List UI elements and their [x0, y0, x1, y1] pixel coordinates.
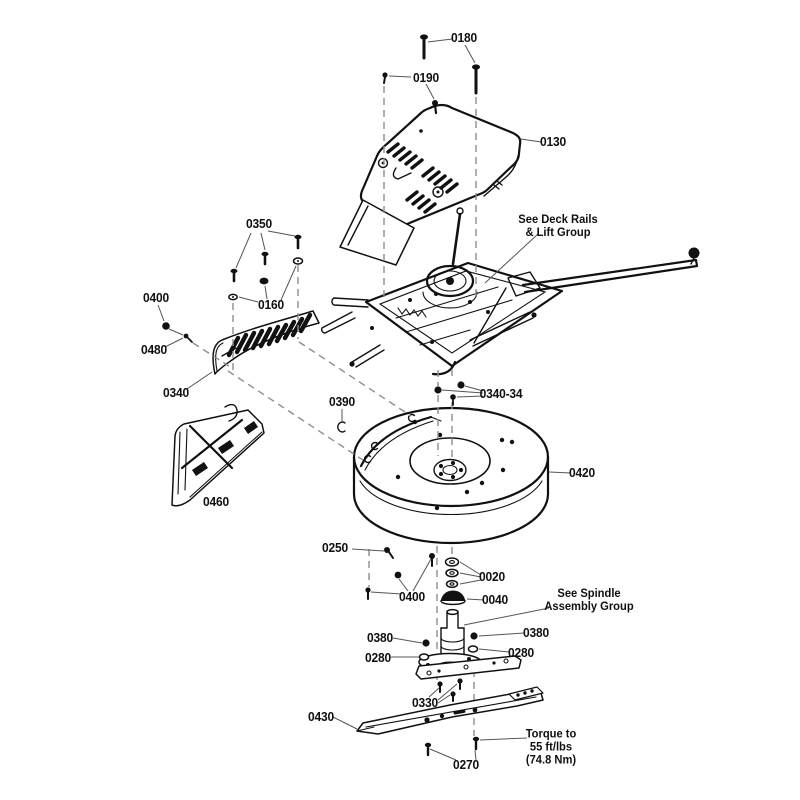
torque-note-line1: Torque to: [525, 728, 577, 741]
part-label-0020: 0020: [479, 570, 505, 584]
fastener-hardware-drawing: [162, 34, 480, 757]
deck-rails-assembly-drawing: [320, 207, 700, 376]
vent-baffle-drawing: [212, 310, 320, 375]
leader-lines: [157, 38, 572, 761]
part-label-0350: 0350: [246, 217, 272, 231]
part-label-0430: 0430: [308, 710, 334, 724]
blade-drawing: [356, 686, 544, 735]
part-label-0250: 0250: [322, 541, 348, 555]
spindle-note: See Spindle Assembly Group: [544, 588, 633, 614]
part-label-0390: 0390: [329, 395, 355, 409]
part-label-0380-left: 0380: [367, 631, 393, 645]
part-label-0480: 0480: [141, 343, 167, 357]
spindle-note-line1: See Spindle: [557, 588, 621, 600]
part-label-0190: 0190: [413, 71, 439, 85]
part-label-0040: 0040: [482, 593, 508, 607]
deck-rails-note-line2: & Lift Group: [525, 227, 591, 239]
spindle-note-line2: Assembly Group: [544, 601, 634, 613]
part-label-0400-lower: 0400: [399, 590, 425, 604]
deck-rails-note: See Deck Rails & Lift Group: [518, 214, 597, 240]
part-label-0180: 0180: [451, 31, 477, 45]
part-label-0130: 0130: [540, 135, 566, 149]
part-label-0280-right: 0280: [508, 646, 534, 660]
belt-cover-drawing: [339, 103, 522, 266]
part-label-0160: 0160: [258, 298, 284, 312]
torque-note-line2: 55 ft/lbs: [529, 741, 573, 754]
part-label-0270: 0270: [453, 758, 479, 772]
deck-rails-note-line1: See Deck Rails: [518, 214, 598, 226]
part-label-0380-right: 0380: [523, 626, 549, 640]
part-label-0460: 0460: [203, 495, 229, 509]
spindle-assembly-drawing: [415, 557, 522, 680]
part-label-0420: 0420: [569, 466, 595, 480]
part-label-0340-34: 0340-34: [479, 387, 523, 401]
part-label-0280-left: 0280: [365, 651, 391, 665]
part-label-0340: 0340: [163, 386, 189, 400]
torque-note-line3: (74.8 Nm): [525, 754, 577, 767]
part-label-0330: 0330: [412, 696, 438, 710]
mower-deck-drawing: [352, 406, 550, 545]
torque-note: Torque to 55 ft/lbs (74.8 Nm): [526, 729, 577, 768]
part-label-0400-upper: 0400: [143, 291, 169, 305]
shield-bracket-drawing: [171, 403, 265, 507]
